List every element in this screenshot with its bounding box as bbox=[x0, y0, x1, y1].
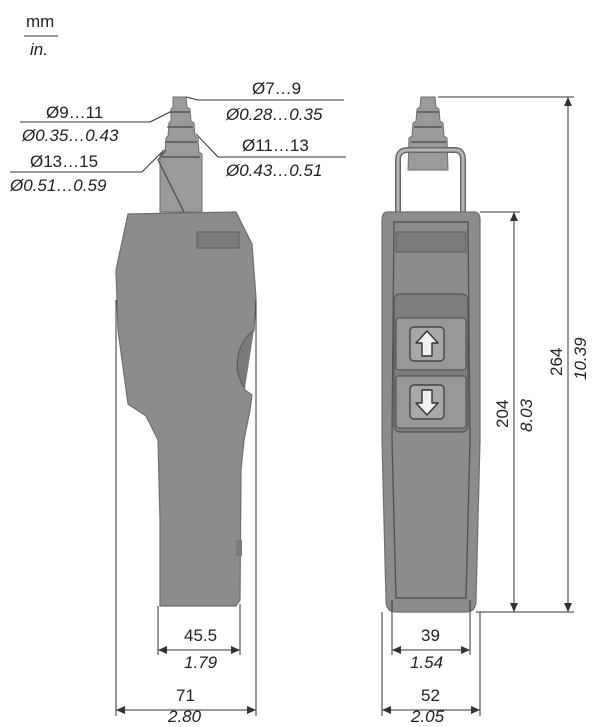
side-label-window bbox=[196, 231, 240, 249]
dim-text-in: 1.79 bbox=[184, 653, 218, 672]
side-notch bbox=[236, 540, 242, 556]
arrow-head bbox=[158, 646, 167, 654]
callout-text-in: Ø0.28…0.35 bbox=[225, 105, 323, 124]
arrow-head bbox=[510, 212, 518, 221]
dim-text-in: 8.03 bbox=[517, 398, 536, 432]
dim-text-in: 2.80 bbox=[167, 707, 202, 726]
side-cable-gland bbox=[159, 96, 203, 213]
dim-text-in: 10.39 bbox=[571, 337, 590, 380]
arrow-head bbox=[116, 706, 125, 714]
front-view: 39 1.54 52 2.05 204 8.03 bbox=[381, 96, 590, 726]
arrow-down-icon bbox=[409, 384, 445, 420]
leader-line bbox=[141, 149, 165, 173]
dim-side-overall-width: 71 2.80 bbox=[115, 300, 257, 726]
callout-text-in: Ø0.35…0.43 bbox=[21, 126, 119, 145]
arrow-head bbox=[510, 603, 518, 612]
dim-body-height: 204 8.03 bbox=[476, 211, 536, 613]
dim-text-mm: 264 bbox=[547, 348, 566, 376]
callout-text-in: Ø0.51…0.59 bbox=[9, 176, 107, 195]
arrow-head bbox=[461, 646, 470, 654]
dim-text-mm: 39 bbox=[421, 626, 440, 645]
down-button[interactable] bbox=[395, 375, 467, 429]
dim-text-mm: 204 bbox=[493, 400, 512, 428]
dim-front-overall-width: 52 2.05 bbox=[381, 612, 481, 726]
dim-text-mm: 45.5 bbox=[184, 626, 217, 645]
callout-11-13: Ø11…13 Ø0.43…0.51 bbox=[195, 133, 346, 180]
callout-13-15: Ø13…15 Ø0.51…0.59 bbox=[9, 149, 165, 195]
callout-text-in: Ø0.43…0.51 bbox=[225, 161, 322, 180]
callout-9-11: Ø9…11 Ø0.35…0.43 bbox=[20, 103, 171, 145]
unit-primary: mm bbox=[26, 12, 54, 31]
units-legend: mm in. bbox=[24, 12, 58, 59]
side-body bbox=[115, 211, 257, 607]
dim-text-mm: 71 bbox=[176, 686, 195, 705]
unit-secondary: in. bbox=[30, 40, 48, 59]
arrow-head bbox=[564, 603, 572, 612]
down-arrow-glyph bbox=[415, 389, 439, 416]
front-label-window bbox=[395, 231, 467, 253]
arrow-head bbox=[247, 706, 256, 714]
dim-text-in: 1.54 bbox=[410, 653, 443, 672]
callout-text-mm: Ø9…11 bbox=[46, 103, 103, 122]
dim-grip-width: 45.5 1.79 bbox=[157, 604, 241, 672]
arrow-head bbox=[392, 646, 401, 654]
front-inner-outline bbox=[391, 221, 471, 599]
dim-inner-width: 39 1.54 bbox=[391, 600, 471, 672]
callout-text-mm: Ø7…9 bbox=[252, 79, 301, 98]
thumb-recess bbox=[236, 329, 255, 389]
callout-text-mm: Ø11…13 bbox=[242, 136, 309, 155]
arrow-head bbox=[382, 706, 391, 714]
side-strap bbox=[157, 149, 185, 213]
dim-text-mm: 52 bbox=[421, 686, 440, 705]
callout-7-9: Ø7…9 Ø0.28…0.35 bbox=[185, 79, 344, 124]
arrow-head bbox=[471, 706, 480, 714]
leader-line bbox=[195, 133, 219, 158]
dim-text-in: 2.05 bbox=[410, 707, 445, 726]
dim-overall-height: 264 10.39 bbox=[438, 96, 590, 613]
front-cable-gland bbox=[407, 96, 449, 171]
front-strap-inner bbox=[396, 148, 465, 212]
arrow-head bbox=[564, 97, 572, 106]
arrow-up-icon bbox=[409, 326, 445, 362]
up-arrow-glyph bbox=[415, 330, 439, 357]
up-button[interactable] bbox=[395, 317, 467, 371]
side-view: Ø9…11 Ø0.35…0.43 Ø13…15 Ø0.51…0.59 Ø7…9 … bbox=[9, 79, 346, 726]
leader-line bbox=[149, 111, 171, 123]
arrow-head bbox=[231, 646, 240, 654]
leader-line bbox=[185, 96, 199, 101]
callout-text-mm: Ø13…15 bbox=[30, 152, 98, 171]
